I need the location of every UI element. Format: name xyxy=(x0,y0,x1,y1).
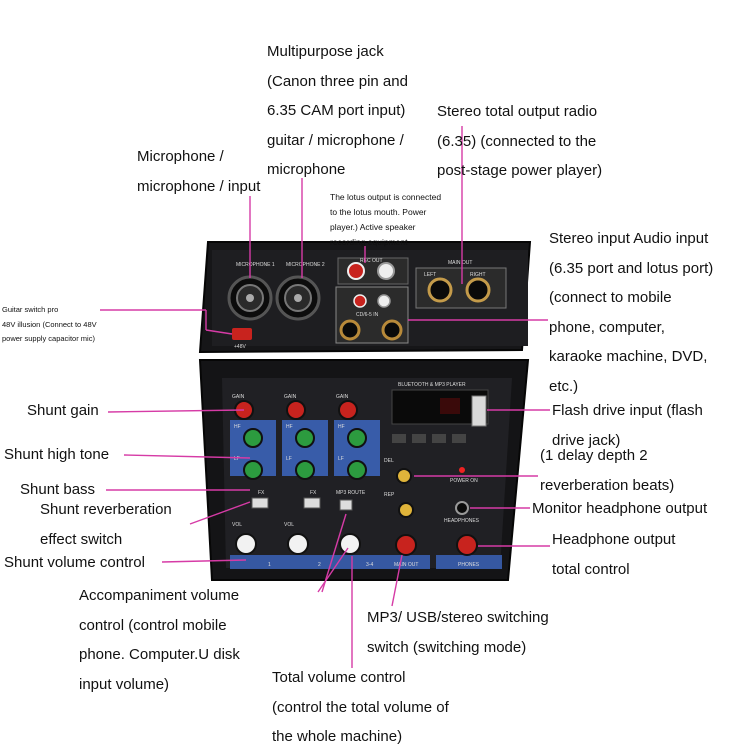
label-shunt-high-tone: Shunt high tone xyxy=(4,446,110,463)
phantom-48v-switch[interactable] xyxy=(232,328,252,340)
ch1-vol-knob[interactable] xyxy=(235,533,257,555)
mic2-printed-label: MICROPHONE 2 xyxy=(286,262,325,268)
ch3-lf-knob[interactable] xyxy=(347,460,367,480)
main-out-knob[interactable] xyxy=(395,534,417,556)
prev-button[interactable] xyxy=(412,434,426,443)
usb-flash-slot[interactable] xyxy=(471,395,487,427)
bt-title-printed-label: BLUETOOTH & MP3 PLAYER xyxy=(398,382,466,388)
next-button[interactable] xyxy=(452,434,466,443)
mixer-top-panel xyxy=(198,241,532,354)
rec-out-right-rca[interactable] xyxy=(377,262,395,280)
label-headphone-output: Headphone output total control xyxy=(552,531,676,578)
label-stereo-total-output: Stereo total output radio (6.35) (connec… xyxy=(437,103,603,180)
left-printed-label: LEFT xyxy=(424,272,436,278)
mode-button[interactable] xyxy=(392,434,406,443)
ch3-gain-printed-label: GAIN xyxy=(336,394,349,400)
ch1-lf-knob[interactable] xyxy=(243,460,263,480)
rep-printed-label: REP xyxy=(384,492,395,498)
mic1-printed-label: MICROPHONE 1 xyxy=(236,262,275,268)
headphone-jack[interactable] xyxy=(455,501,469,515)
main-out-right-jack[interactable] xyxy=(465,277,491,303)
label-delay-depth: (1 delay depth 2 reverberation beats) xyxy=(540,447,675,494)
play-button[interactable] xyxy=(432,434,446,443)
main-out-printed-label: MAIN OUT xyxy=(448,260,472,266)
right-printed-label: RIGHT xyxy=(470,272,486,278)
ch1-hf-printed-label: HF xyxy=(234,424,241,430)
mixer-control-panel xyxy=(198,359,530,581)
cd-in-printed-label: CD/6-5 IN xyxy=(356,312,379,318)
power-on-printed-label: POWER ON xyxy=(450,478,478,484)
ch2-vol-knob[interactable] xyxy=(287,533,309,555)
ch3-hf-printed-label: HF xyxy=(338,424,345,430)
delay-knob[interactable] xyxy=(396,468,412,484)
ch1-lf-printed-label: LF xyxy=(234,456,240,462)
stereo-in-right-jack[interactable] xyxy=(381,319,403,341)
phones-knob[interactable] xyxy=(456,534,478,556)
phones-printed-label: PHONES xyxy=(458,562,480,568)
ch2-hf-knob[interactable] xyxy=(295,428,315,448)
device-printed-labels: MICROPHONE 1 MICROPHONE 2 REC OUT MAIN O… xyxy=(232,258,486,568)
del-printed-label: DEL xyxy=(384,458,394,464)
ch3-hf-knob[interactable] xyxy=(347,428,367,448)
label-mp3-switch: MP3/ USB/stereo switching switch (switch… xyxy=(367,609,549,656)
label-accompaniment-volume: Accompaniment volume control (control mo… xyxy=(79,587,240,693)
label-total-volume: Total volume control (control the total … xyxy=(272,669,449,746)
ch1-fx-printed-label: FX xyxy=(258,490,265,496)
ch2-gain-knob[interactable] xyxy=(286,400,306,420)
label-stereo-input: Stereo input Audio input (6.35 port and … xyxy=(549,230,714,395)
label-lotus-output: The lotus output is connected to the lot… xyxy=(330,192,442,247)
ch3-gain-knob[interactable] xyxy=(338,400,358,420)
ch2-lf-printed-label: LF xyxy=(286,456,292,462)
mp3-route-switch[interactable] xyxy=(339,499,353,511)
power-led xyxy=(459,467,465,473)
ch2-fx-switch[interactable] xyxy=(303,497,321,509)
label-microphone-input: Microphone / microphone / input xyxy=(137,148,261,195)
ch2-gain-printed-label: GAIN xyxy=(284,394,297,400)
ch1-gain-printed-label: GAIN xyxy=(232,394,245,400)
repeat-knob[interactable] xyxy=(398,502,414,518)
cd-in-right-rca[interactable] xyxy=(377,294,391,308)
ch2-vol-printed-label: VOL xyxy=(284,522,294,528)
rec-out-left-rca[interactable] xyxy=(347,262,365,280)
channel-2-number: 2 xyxy=(318,562,321,568)
label-shunt-bass: Shunt bass xyxy=(20,481,96,498)
rec-out-printed-label: REC OUT xyxy=(360,258,383,264)
label-monitor-headphone: Monitor headphone output xyxy=(532,500,708,517)
ch1-hf-knob[interactable] xyxy=(243,428,263,448)
phantom-printed-label: +48V xyxy=(234,344,246,350)
label-shunt-volume: Shunt volume control xyxy=(4,554,145,571)
mic1-combo-jack[interactable] xyxy=(227,275,273,321)
ch3-lf-printed-label: LF xyxy=(338,456,344,462)
ch3-vol-knob[interactable] xyxy=(339,533,361,555)
label-flash-drive: Flash drive input (flash drive jack) xyxy=(552,402,703,449)
main-out-left-jack[interactable] xyxy=(427,277,453,303)
ch2-lf-knob[interactable] xyxy=(295,460,315,480)
label-guitar-switch: Guitar switch pro 48V illusion (Connect … xyxy=(2,305,97,343)
ch2-fx-printed-label: FX xyxy=(310,490,317,496)
stereo-in-left-jack[interactable] xyxy=(339,319,361,341)
label-shunt-gain: Shunt gain xyxy=(27,402,99,419)
main-out-bottom-printed-label: MAIN OUT xyxy=(394,562,418,568)
channel-1-number: 1 xyxy=(268,562,271,568)
mic2-combo-jack[interactable] xyxy=(275,275,321,321)
channel-34-number: 3-4 xyxy=(366,562,373,568)
mp3-route-printed-label: MP3 ROUTE xyxy=(336,490,366,496)
ch1-vol-printed-label: VOL xyxy=(232,522,242,528)
headphones-printed-label: HEADPHONES xyxy=(444,518,480,524)
label-shunt-reverb: Shunt reverberation effect switch xyxy=(40,501,172,548)
label-multipurpose-jack: Multipurpose jack (Canon three pin and 6… xyxy=(267,43,408,179)
ch1-fx-switch[interactable] xyxy=(251,497,269,509)
leader-lines xyxy=(100,126,550,668)
cd-in-left-rca[interactable] xyxy=(353,294,367,308)
ch2-hf-printed-label: HF xyxy=(286,424,293,430)
